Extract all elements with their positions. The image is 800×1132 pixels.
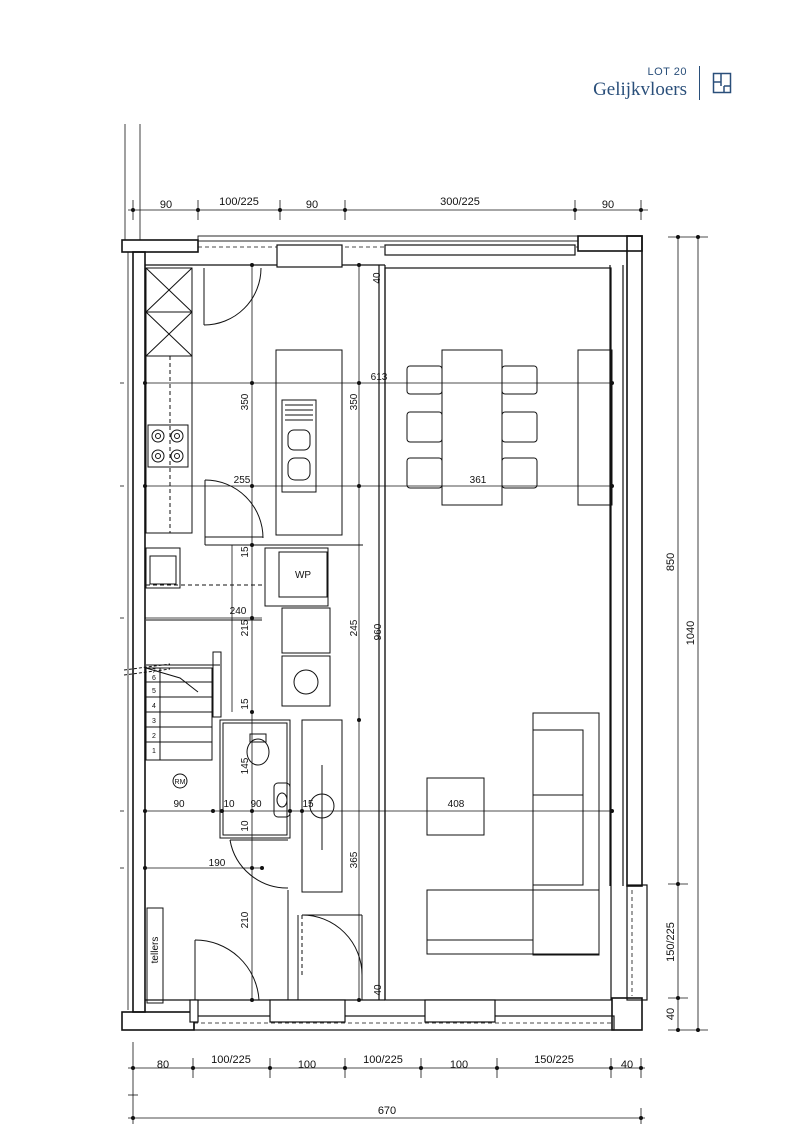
dim-right-850: 850 [665,553,677,571]
dim-365: 365 [349,851,360,868]
dim-bottom-5: 100 [450,1059,468,1071]
stair-step-5: 5 [152,688,156,695]
dimension-ticks [131,208,700,1120]
internal-dimension-lines [145,265,612,1000]
dim-10-b: 10 [240,820,251,832]
dim-bottom-7: 40 [621,1059,633,1071]
dim-top-2: 100/225 [219,196,259,208]
staircase [123,663,213,789]
sofa-set [426,712,600,956]
left-wall-marks [120,382,124,869]
internal-dimension-ticks [143,263,614,1002]
dim-top-5: 90 [602,199,614,211]
door-swing-kitchen [203,267,262,326]
utility-room [145,547,331,718]
kitchen-island [275,349,343,536]
dim-right-40: 40 [665,1008,677,1020]
dim-top-4: 300/225 [440,196,480,208]
page-header: LOT 20 Gelijkvloers [593,66,732,100]
dim-245: 245 [349,619,360,636]
dim-210: 210 [240,911,251,928]
dim-255: 255 [234,475,251,486]
wp-label: WP [295,570,311,581]
dim-215: 215 [240,619,251,636]
entrance-hall [146,890,363,1004]
dim-right-150-225: 150/225 [665,922,677,962]
dim-40-top: 40 [372,272,383,284]
lot-number: LOT 20 [647,66,687,78]
stair-step-1: 1 [152,748,156,755]
floorplan-icon [712,72,732,94]
tellers-label: tellers [150,937,161,964]
dim-190: 190 [209,858,226,869]
dim-15-b: 15 [240,698,251,710]
rm-label: RM [175,779,186,786]
stair-step-7: 7 [152,669,156,675]
dim-145: 145 [240,757,251,774]
dim-960: 960 [373,623,384,640]
floor-level-title: Gelijkvloers [593,79,687,100]
dim-bottom-6: 150/225 [534,1054,574,1066]
window-frames [189,244,576,1023]
closet-right [301,719,343,893]
stair-step-2: 2 [152,733,156,740]
dim-overall-width: 670 [378,1105,396,1117]
dim-15-a: 15 [240,546,251,558]
dim-240: 240 [230,606,247,617]
exterior-walls [121,235,648,1031]
dim-bottom-4: 100/225 [363,1054,403,1066]
dimension-lines [124,124,708,1124]
cooktop [147,424,189,468]
dim-bottom-2: 100/225 [211,1054,251,1066]
dim-90-b: 90 [250,799,262,810]
dim-361: 361 [470,475,487,486]
stair-step-6: 6 [152,675,156,682]
door-swing-hall [204,479,363,546]
dim-350-a: 350 [240,393,251,410]
dining-table-set [406,349,613,506]
dim-bottom-3: 100 [298,1059,316,1071]
dim-613: 613 [371,372,388,383]
dim-408: 408 [448,799,465,810]
dim-right-1040: 1040 [685,621,697,645]
dim-40-bottom: 40 [373,984,384,996]
kitchen-counter-left [145,267,193,534]
stair-step-4: 4 [152,703,156,710]
dim-bottom-1: 80 [157,1059,169,1071]
dim-90-a: 90 [173,799,185,810]
dim-top-3: 90 [306,199,318,211]
dim-15-c: 15 [302,799,314,810]
dim-10-a: 10 [223,799,235,810]
toilet-room [219,719,291,889]
stair-step-3: 3 [152,718,156,725]
dim-top-1: 90 [160,199,172,211]
header-text: LOT 20 Gelijkvloers [593,66,700,100]
dim-350-b: 350 [349,393,360,410]
